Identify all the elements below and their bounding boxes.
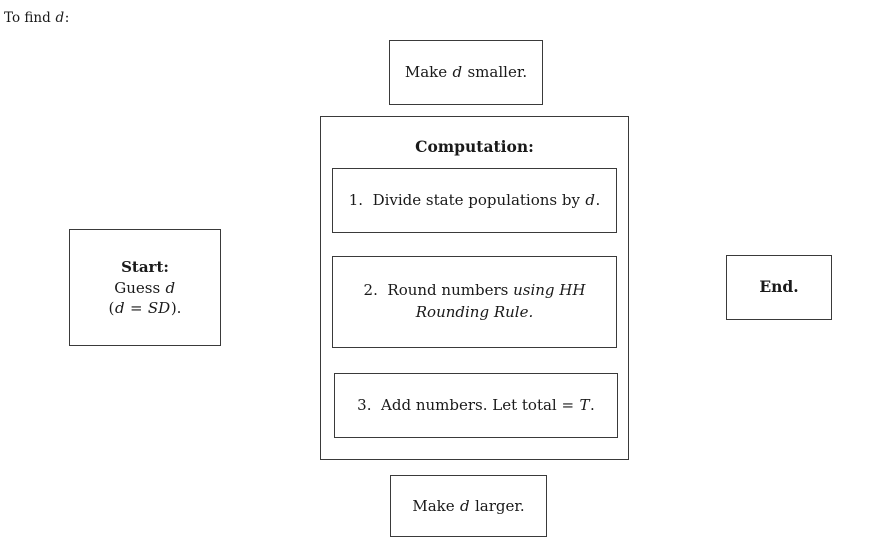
step-3-number: 3. [357, 395, 372, 414]
step-2-number: 2. [363, 281, 378, 300]
computation-step-3-label: 3. Add numbers. Let total = T. [357, 395, 595, 417]
step-1-number: 1. [348, 190, 364, 209]
start-equation-variable-sd: SD [147, 299, 171, 318]
step-1-period: . [595, 190, 601, 209]
node-make-d-smaller-label: Make d smaller. [405, 62, 527, 82]
make-smaller-variable-d: d [452, 63, 463, 82]
make-smaller-suffix: smaller. [462, 63, 528, 82]
intro-caption-suffix: : [64, 10, 70, 26]
start-title: Start: [121, 257, 169, 276]
step-2-emphasis-hh-rounding-rule: using HH Rounding Rule. [415, 281, 586, 321]
step-3-equals-sign: = [561, 395, 579, 414]
node-computation-container: Computation: 1. Divide state populations… [320, 116, 629, 460]
step-3-period: . [590, 395, 595, 414]
start-guess-line: Guess d [114, 278, 175, 298]
intro-caption: To find d: [4, 10, 69, 26]
node-end-label: End. [759, 277, 799, 297]
make-larger-prefix: Make [412, 496, 460, 515]
computation-title: Computation: [415, 137, 534, 156]
start-guess-prefix: Guess [114, 278, 165, 297]
start-equation-variable-d: d [115, 299, 125, 318]
node-make-d-larger-label: Make d larger. [412, 496, 524, 516]
start-paren-open: ( [108, 299, 115, 318]
start-equation-line: (d = SD). [109, 298, 182, 318]
computation-step-1-label: 1. Divide state populations by d. [349, 190, 601, 212]
step-3-text: Add numbers. Let total [381, 395, 562, 414]
intro-caption-variable-d: d [55, 10, 65, 26]
computation-step-2-label: 2. Round numbers using HH Rounding Rule. [341, 280, 608, 324]
step-2-text: Round numbers [387, 281, 514, 300]
intro-caption-prefix: To find [4, 10, 56, 26]
node-end: End. [726, 255, 832, 320]
node-make-d-larger: Make d larger. [390, 475, 547, 537]
make-larger-suffix: larger. [470, 496, 525, 515]
make-larger-variable-d: d [459, 496, 470, 515]
node-make-d-smaller: Make d smaller. [389, 40, 543, 105]
start-paren-close: ). [170, 299, 182, 318]
step-1-variable-d: d [585, 190, 595, 209]
computation-step-1: 1. Divide state populations by d. [332, 168, 617, 233]
computation-step-2: 2. Round numbers using HH Rounding Rule. [332, 256, 617, 348]
step-3-variable-t: T [579, 395, 590, 414]
node-start: Start: Guess d (d = SD). [69, 229, 221, 346]
computation-step-3: 3. Add numbers. Let total = T. [334, 373, 618, 438]
step-1-text: Divide state populations by [372, 190, 585, 209]
make-smaller-prefix: Make [404, 63, 452, 82]
start-guess-variable-d: d [165, 278, 176, 297]
start-equation-equals: = [125, 299, 148, 318]
